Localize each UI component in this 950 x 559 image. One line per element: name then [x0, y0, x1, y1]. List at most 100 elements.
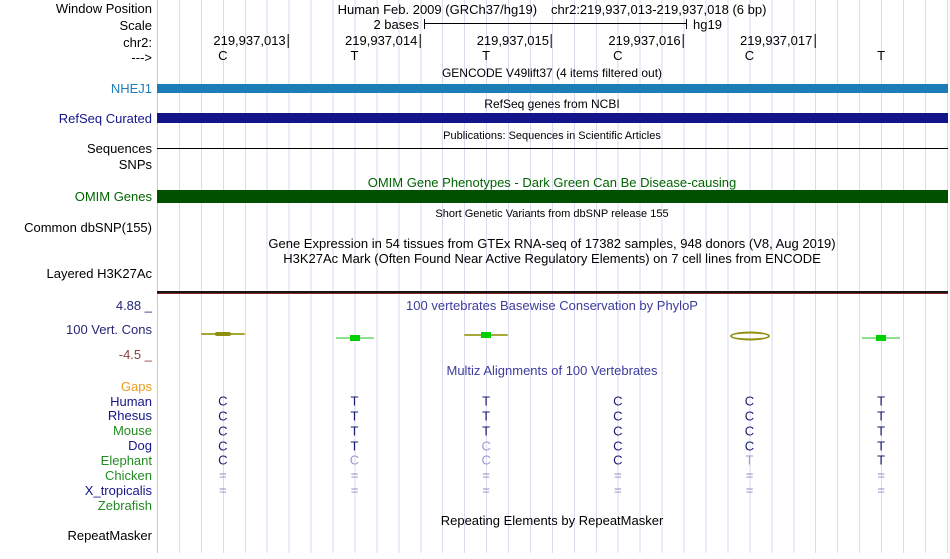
track-title-phylop[interactable]: 100 vertebrates Basewise Conservation by…: [406, 298, 698, 313]
alignment-base: C: [218, 393, 228, 409]
sequences-item-line[interactable]: [157, 148, 948, 149]
scale-bar: [424, 19, 687, 29]
alignment-base: T: [877, 452, 886, 468]
alignment-base: C: [613, 408, 623, 424]
ruler-tick-label: 219,937,017: [740, 34, 816, 48]
track-label-sequences[interactable]: Sequences: [86, 141, 152, 156]
track-label-refseq-curated[interactable]: RefSeq Curated: [58, 111, 152, 126]
alignment-base: C: [613, 423, 623, 439]
conservation-mark: [333, 333, 377, 343]
alignment-base: =: [482, 467, 490, 483]
strand-row-label: --->: [131, 50, 152, 65]
species-label-zebrafish[interactable]: Zebrafish: [97, 497, 152, 513]
alignment-base: T: [350, 393, 359, 409]
alignment-base: C: [481, 438, 491, 454]
track-label-common-dbsnp[interactable]: Common dbSNP(155): [24, 220, 152, 235]
track-label-repeatmasker[interactable]: RepeatMasker: [67, 528, 152, 543]
alignment-base: C: [218, 423, 228, 439]
alignment-base: C: [218, 452, 228, 468]
ruler-base-letter: C: [613, 48, 623, 63]
ruler-tick-label: 219,937,016: [608, 34, 684, 48]
alignment-base: T: [350, 423, 359, 439]
conservation-max-value: 4.88 _: [115, 298, 152, 313]
track-title-gtex[interactable]: Gene Expression in 54 tissues from GTEx …: [268, 236, 836, 251]
alignment-base: T: [482, 423, 491, 439]
alignment-base: C: [744, 393, 755, 409]
alignment-base: =: [745, 482, 754, 498]
species-label-chicken[interactable]: Chicken: [105, 467, 152, 483]
genome-name: hg19: [693, 17, 722, 32]
alignment-base: C: [613, 438, 623, 454]
conservation-mark: [200, 329, 245, 339]
alignment-base: =: [350, 467, 359, 483]
chrom-row-label: chr2:: [123, 35, 152, 50]
position-label: chr2:219,937,013-219,937,018 (6 bp): [551, 2, 767, 17]
gencode-gene-bar[interactable]: [157, 84, 948, 93]
track-title-h3k27ac[interactable]: H3K27Ac Mark (Often Found Near Active Re…: [283, 251, 821, 266]
track-title-dbsnp[interactable]: Short Genetic Variants from dbSNP releas…: [435, 208, 669, 220]
track-label-layered-h3k27ac[interactable]: Layered H3K27Ac: [46, 266, 152, 281]
track-title-publications[interactable]: Publications: Sequences in Scientific Ar…: [443, 130, 661, 142]
alignment-base: C: [481, 452, 491, 468]
alignment-base: C: [744, 408, 755, 424]
alignment-base: T: [482, 408, 491, 424]
scale-value: 2 bases: [373, 17, 419, 32]
window-position-row-label: Window Position: [55, 1, 152, 16]
assembly-label: Human Feb. 2009 (GRCh37/hg19): [337, 2, 538, 17]
track-title-gencode[interactable]: GENCODE V49lift37 (4 items filtered out): [441, 66, 663, 80]
ruler-base-letter: T: [877, 48, 886, 63]
ruler-base-letter: T: [350, 48, 359, 63]
alignment-base: C: [744, 438, 755, 454]
scale-row-label: Scale: [119, 18, 152, 33]
track-title-refseq[interactable]: RefSeq genes from NCBI: [484, 97, 620, 111]
ruler-tick-label: 219,937,013: [213, 34, 289, 48]
alignment-base: =: [614, 467, 622, 483]
track-title-repeatmasker[interactable]: Repeating Elements by RepeatMasker: [440, 513, 664, 528]
alignment-base: =: [219, 482, 227, 498]
alignment-base: C: [349, 452, 360, 468]
window-position-title: Human Feb. 2009 (GRCh37/hg19) chr2:219,9…: [157, 2, 947, 17]
track-label-nhej1[interactable]: NHEJ1: [110, 81, 152, 96]
alignment-base: C: [744, 423, 755, 439]
track-label-snps[interactable]: SNPs: [118, 157, 152, 172]
species-label-dog[interactable]: Dog: [128, 438, 152, 454]
ruler-base-letter: C: [218, 48, 228, 63]
alignment-base: T: [350, 438, 359, 454]
h3k27ac-baseline: [157, 291, 948, 294]
ruler-tick-label: 219,937,014: [345, 34, 421, 48]
track-title-multiz[interactable]: Multiz Alignments of 100 Vertebrates: [446, 363, 658, 378]
conservation-mark: [859, 333, 903, 343]
alignment-base: T: [482, 393, 491, 409]
alignment-base: C: [218, 438, 228, 454]
alignment-base: =: [877, 467, 885, 483]
ruler-base-letter: C: [744, 48, 755, 63]
alignment-base: T: [877, 438, 886, 454]
alignment-base: C: [218, 408, 228, 424]
refseq-gene-bar[interactable]: [157, 113, 948, 123]
alignment-base: T: [877, 408, 886, 424]
track-label-omim-genes[interactable]: OMIM Genes: [74, 189, 152, 204]
alignment-base: =: [482, 482, 490, 498]
alignment-base: =: [745, 467, 754, 483]
species-label-elephant[interactable]: Elephant: [100, 452, 152, 468]
track-label-gaps[interactable]: Gaps: [120, 379, 152, 394]
species-label-x_tropicalis[interactable]: X_tropicalis: [84, 482, 152, 498]
species-label-rhesus[interactable]: Rhesus: [107, 408, 152, 424]
alignment-base: C: [613, 452, 623, 468]
track-label-100-vert-cons[interactable]: 100 Vert. Cons: [66, 322, 152, 337]
species-label-human[interactable]: Human: [110, 393, 152, 409]
species-label-mouse[interactable]: Mouse: [112, 423, 152, 439]
ruler-base-letter: T: [482, 48, 491, 63]
omim-gene-bar[interactable]: [157, 190, 948, 203]
alignment-base: T: [877, 393, 886, 409]
alignment-base: =: [219, 467, 227, 483]
alignment-base: =: [877, 482, 885, 498]
track-title-omim[interactable]: OMIM Gene Phenotypes - Dark Green Can Be…: [367, 175, 737, 190]
conservation-mark: [728, 331, 772, 341]
alignment-base: T: [877, 423, 886, 439]
conservation-min-value: -4.5 _: [118, 347, 152, 362]
alignment-base: T: [745, 452, 754, 468]
conservation-mark: [464, 330, 509, 340]
alignment-base: T: [350, 408, 359, 424]
